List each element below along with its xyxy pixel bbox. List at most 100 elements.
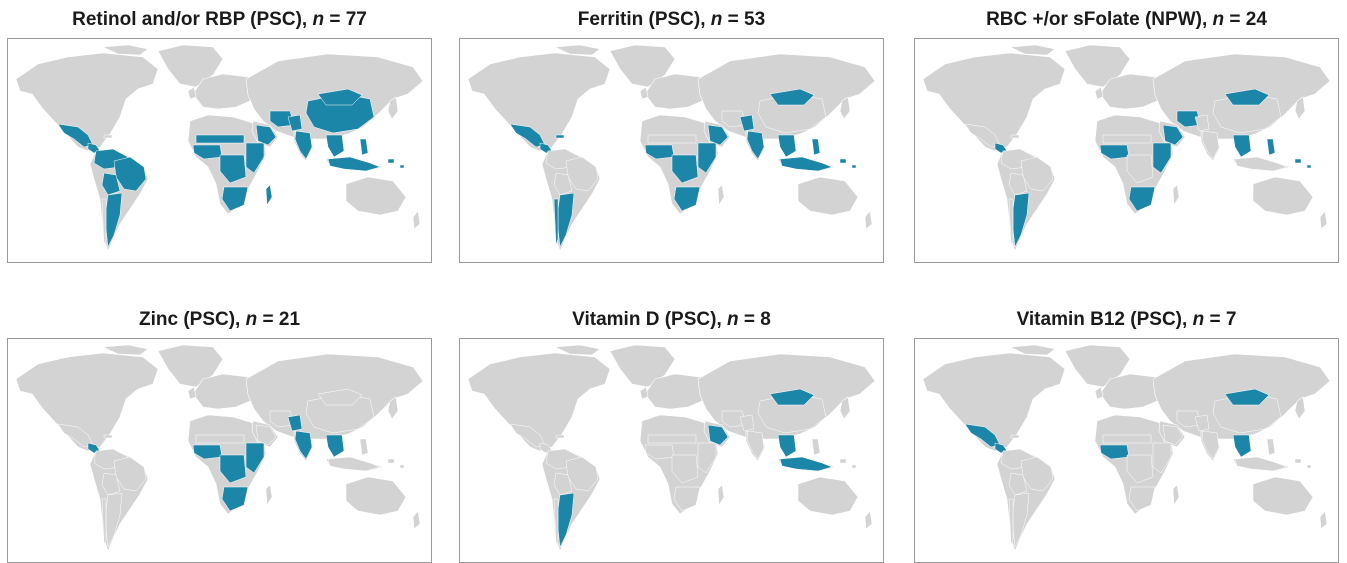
world-map-svg [922,344,1331,552]
uk [1094,386,1104,400]
region-south-asia [294,130,313,160]
world-map [914,338,1339,563]
n-value: = 24 [1224,9,1267,30]
region-philippines [1266,438,1276,456]
region-southeast-asia [1232,134,1252,158]
region-madagascar [265,184,273,206]
greenland [1064,344,1131,388]
north-america [15,52,159,152]
n-value: = 7 [1204,309,1237,330]
n-symbol: n [727,309,739,330]
highlight-regions [964,88,1312,248]
region-madagascar [717,184,725,206]
new-zealand [1319,510,1328,530]
region-south-asia [746,130,765,160]
panel-title: Retinol and/or RBP (PSC), n = 77 [7,2,432,38]
title-text: RBC +/or sFolate (NPW), [986,9,1213,30]
region-iran [1176,110,1202,128]
region-caribbean [555,134,565,139]
region-caribbean [1010,134,1020,139]
region-sahel [195,134,245,144]
world-map [459,38,884,263]
region-chile [553,498,559,546]
region-southeast-asia [777,134,797,158]
canada-islands [101,344,149,356]
world-map-svg [467,44,876,252]
region-pakistan [739,414,755,432]
region-southern-africa [1128,186,1156,212]
panel-title: RBC +/or sFolate (NPW), n = 24 [914,2,1339,38]
australia [1252,176,1314,216]
n-value: = 8 [738,309,771,330]
region-pacific-islands [387,158,405,169]
region-arabia [707,424,729,446]
region-bolivia-paraguay [1008,472,1028,496]
world-map [7,338,432,563]
n-symbol: n [710,9,723,30]
greenland [609,44,676,88]
n-symbol: n [1192,309,1205,330]
n-symbol: n [312,9,325,30]
region-arabia [1162,124,1184,146]
region-central-africa [671,154,699,184]
region-south-asia [1201,130,1220,160]
region-east-africa [1152,142,1172,174]
region-philippines [359,138,369,156]
title-text: Zinc (PSC), [138,309,246,330]
region-pacific-islands [387,458,405,469]
new-zealand [864,510,873,530]
canada-islands [553,344,601,356]
region-west-africa [1099,144,1130,160]
highlight-regions [509,388,857,548]
region-sahel [195,434,245,444]
region-mongolia [1224,388,1270,406]
uk [187,86,197,100]
region-indonesia [1234,456,1288,472]
map-panel-4: Zinc (PSC), n = 21 [7,302,432,563]
japan [387,396,399,420]
region-madagascar [1172,184,1180,206]
world-map-svg [15,44,424,252]
region-southern-africa [1128,486,1156,512]
n-value: = 21 [257,309,301,330]
region-sahel [647,434,697,444]
north-america [467,52,611,152]
panel-title: Vitamin D (PSC), n = 8 [459,302,884,338]
region-west-africa [644,144,675,160]
region-iran [1176,410,1202,428]
n-value: = 77 [324,9,367,30]
australia [797,176,859,216]
region-sahel [1102,434,1152,444]
region-iran [269,110,295,128]
region-central-africa [1126,154,1154,184]
region-west-africa [192,444,223,460]
canada-islands [1008,44,1056,56]
map-panel-2: Ferritin (PSC), n = 53 [459,2,884,263]
region-pakistan [287,414,303,432]
region-brazil [565,456,599,492]
greenland [157,344,224,388]
map-panel-6: Vitamin B12 (PSC), n = 7 [914,302,1339,563]
region-chile [1008,498,1014,546]
map-panel-1: Retinol and/or RBP (PSC), n = 77 [7,2,432,263]
japan [1294,96,1306,120]
greenland [609,344,676,388]
region-indonesia [1234,156,1288,172]
canada-islands [101,44,149,56]
region-philippines [359,438,369,456]
highlight-regions [509,88,857,248]
region-central-africa [671,454,699,484]
north-america [922,52,1066,152]
region-iran [721,410,747,428]
region-arabia [1162,424,1184,446]
region-chile [1008,198,1014,246]
uk [639,386,649,400]
region-east-africa [697,142,717,174]
world-map [7,38,432,263]
uk [1094,86,1104,100]
region-pacific-islands [1294,158,1312,169]
canada-islands [553,44,601,56]
region-mongolia [1224,88,1270,106]
region-pacific-islands [1294,458,1312,469]
region-madagascar [265,484,273,506]
